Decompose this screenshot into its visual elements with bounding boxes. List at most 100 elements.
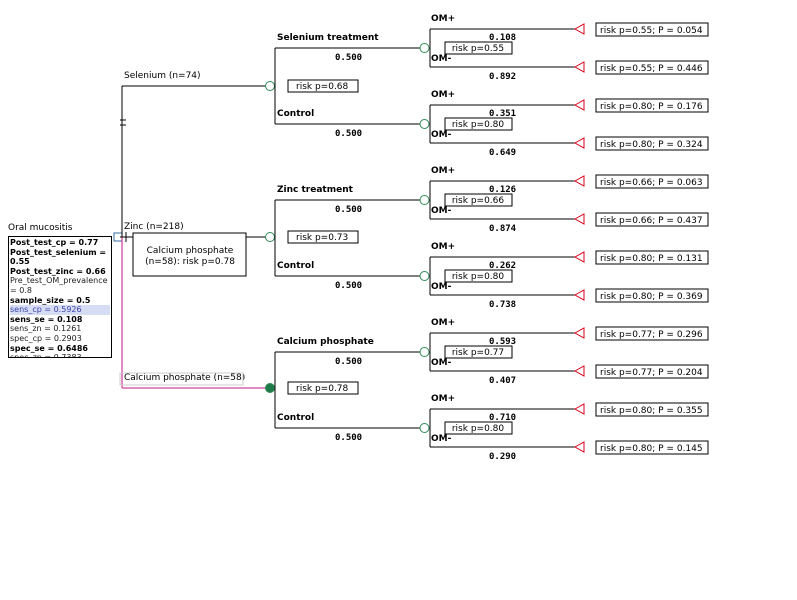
sub-chance-node-2[interactable] (419, 195, 430, 205)
terminal-plus-5[interactable] (573, 403, 585, 415)
arm-risk-0-box[interactable] (287, 79, 359, 93)
sub-risk-3: risk p=0.80 (452, 272, 505, 282)
variable-0[interactable]: Post_test_cp = 0.77 (10, 238, 99, 247)
variable-10[interactable]: spec_zn = 0.7383 (10, 353, 82, 358)
payoff-plus-1-box[interactable] (595, 98, 709, 113)
terminal-minus-4[interactable] (573, 365, 585, 377)
payoff-minus-3-box[interactable] (595, 288, 709, 303)
variable-4[interactable]: sample_size = 0.5 (10, 295, 91, 305)
payoff-minus-5-box[interactable] (595, 440, 709, 455)
om-minus-label-2: OM- (431, 206, 452, 216)
terminal-plus-1[interactable] (573, 99, 585, 111)
payoff-minus-0-box[interactable] (595, 60, 709, 75)
om-plus-label-4: OM+ (431, 318, 455, 328)
variable-2[interactable]: Post_test_zinc = 0.66 (10, 266, 106, 276)
terminal-minus-2[interactable] (573, 213, 585, 225)
arm-label-0: Selenium (n=74) (124, 71, 201, 81)
sub-risk-2-box[interactable] (444, 193, 513, 207)
terminal-plus-4[interactable] (573, 327, 585, 339)
payoff-minus-0: risk p=0.55; P = 0.446 (600, 64, 703, 74)
terminal-minus-3[interactable] (573, 289, 585, 301)
arm-risk-2: risk p=0.78 (296, 384, 349, 394)
arm-chance-node-2[interactable] (265, 383, 275, 393)
variable-9[interactable]: spec_se = 0.6486 (10, 343, 88, 353)
sub-prob-3: 0.500 (335, 281, 362, 291)
om-plus-prob-4: 0.593 (489, 337, 516, 347)
terminal-minus-5[interactable] (573, 441, 585, 453)
variable-1[interactable]: Post_test_selenium = 0.55 (10, 247, 107, 267)
om-minus-label-5: OM- (431, 434, 452, 444)
payoff-minus-3: risk p=0.80; P = 0.369 (600, 292, 703, 302)
sub-label-4: Calcium phosphate (277, 337, 374, 347)
variable-8[interactable]: spec_cp = 0.2903 (10, 333, 82, 343)
sub-risk-0-box[interactable] (444, 41, 513, 55)
payoff-minus-4-box[interactable] (595, 364, 709, 379)
payoff-plus-5-box[interactable] (595, 402, 709, 417)
om-minus-prob-5: 0.290 (489, 452, 516, 462)
sub-prob-4: 0.500 (335, 357, 362, 367)
arm-label-2: Calcium phosphate (n=58) (124, 373, 245, 383)
sub-risk-0: risk p=0.55 (452, 44, 504, 54)
sub-chance-node-5[interactable] (419, 423, 430, 433)
payoff-plus-4: risk p=0.77; P = 0.296 (600, 330, 703, 340)
om-plus-prob-2: 0.126 (489, 185, 516, 195)
variable-3[interactable]: Pre_test_OM_prevalence = 0.8 (10, 276, 108, 295)
sub-prob-2: 0.500 (335, 205, 362, 215)
terminal-plus-2[interactable] (573, 175, 585, 187)
sub-risk-5-box[interactable] (444, 421, 513, 435)
payoff-plus-4-box[interactable] (595, 326, 709, 341)
payoff-plus-2-box[interactable] (595, 174, 709, 189)
payoff-plus-1: risk p=0.80; P = 0.176 (600, 102, 703, 112)
om-minus-prob-4: 0.407 (489, 376, 516, 386)
om-minus-label-3: OM- (431, 282, 452, 292)
om-minus-prob-0: 0.892 (489, 72, 516, 82)
sub-prob-0: 0.500 (335, 53, 362, 63)
arm-note-box (132, 232, 247, 277)
terminal-plus-3[interactable] (573, 251, 585, 263)
sub-label-2: Zinc treatment (277, 185, 354, 195)
sub-risk-1-box[interactable] (444, 117, 513, 131)
sub-risk-4: risk p=0.77 (452, 348, 504, 358)
sub-risk-3-box[interactable] (444, 269, 513, 283)
sub-chance-node-1[interactable] (419, 119, 430, 129)
payoff-plus-3-box[interactable] (595, 250, 709, 265)
om-minus-prob-1: 0.649 (489, 148, 516, 158)
terminal-plus-0[interactable] (573, 23, 585, 35)
terminal-minus-0[interactable] (573, 61, 585, 73)
om-minus-label-0: OM- (431, 54, 452, 64)
variable-5[interactable]: sens_cp = 0.5926 (10, 305, 110, 315)
sub-label-1: Control (277, 109, 314, 119)
sub-risk-5: risk p=0.80 (452, 424, 505, 434)
payoff-minus-2: risk p=0.66; P = 0.437 (600, 216, 703, 226)
payoff-plus-0: risk p=0.55; P = 0.054 (600, 26, 703, 36)
arm-chance-node-1[interactable] (265, 232, 275, 242)
om-plus-label-1: OM+ (431, 90, 455, 100)
arm-chance-node-0[interactable] (265, 81, 275, 91)
sub-risk-4-box[interactable] (444, 345, 513, 359)
payoff-minus-1-box[interactable] (595, 136, 709, 151)
om-minus-label-1: OM- (431, 130, 452, 140)
om-plus-prob-0: 0.108 (489, 33, 516, 43)
sub-chance-node-4[interactable] (419, 347, 430, 357)
sub-label-5: Control (277, 413, 314, 423)
sub-risk-1: risk p=0.80 (452, 120, 505, 130)
payoff-plus-5: risk p=0.80; P = 0.355 (600, 406, 703, 416)
om-plus-prob-3: 0.262 (489, 261, 516, 271)
terminal-minus-1[interactable] (573, 137, 585, 149)
payoff-plus-3: risk p=0.80; P = 0.131 (600, 254, 703, 264)
sub-risk-2: risk p=0.66 (452, 196, 505, 206)
sub-chance-node-0[interactable] (419, 43, 430, 53)
om-plus-label-5: OM+ (431, 394, 455, 404)
om-minus-prob-3: 0.738 (489, 300, 516, 310)
sub-label-0: Selenium treatment (277, 33, 379, 43)
arm-label-1: Zinc (n=218) (124, 222, 184, 232)
arm-risk-2-box[interactable] (287, 381, 359, 395)
sub-chance-node-3[interactable] (419, 271, 430, 281)
payoff-plus-0-box[interactable] (595, 22, 709, 37)
payoff-minus-2-box[interactable] (595, 212, 709, 227)
arm-risk-1-box[interactable] (287, 230, 359, 244)
variable-6[interactable]: sens_se = 0.108 (10, 314, 83, 324)
variable-7[interactable]: sens_zn = 0.1261 (10, 324, 82, 334)
